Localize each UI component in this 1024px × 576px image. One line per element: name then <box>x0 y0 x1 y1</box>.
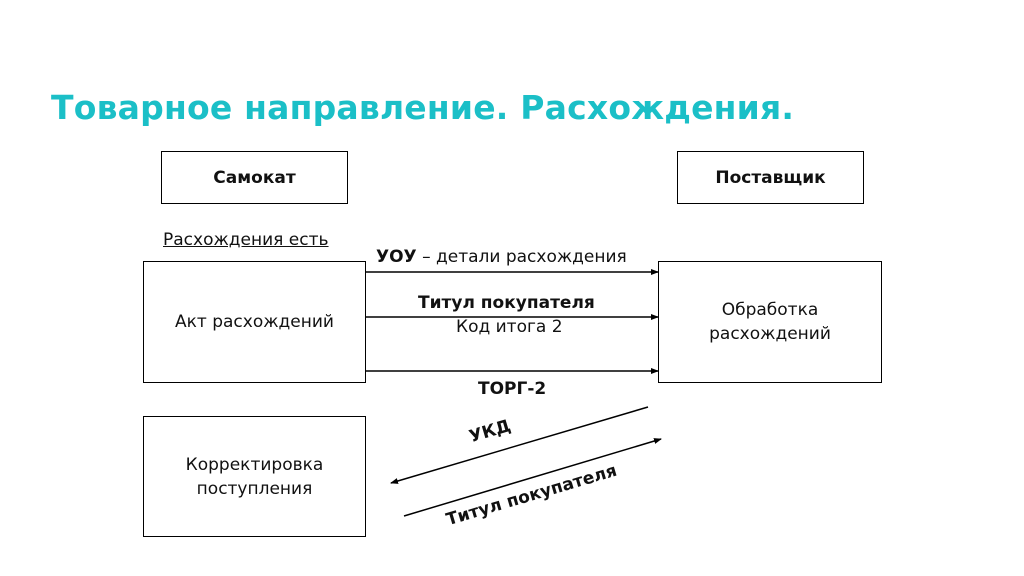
torg-label: ТОРГ-2 <box>478 379 547 399</box>
slide-title: Товарное направление. Расхождения. <box>51 88 795 127</box>
act-label: Акт расхождений <box>175 312 334 332</box>
title-buyer-label: Титул покупателя <box>418 293 595 313</box>
uou-label: УОУ – детали расхождения <box>376 246 627 268</box>
title-buyer-2-arrow <box>403 438 662 517</box>
header-supplier-label: Поставщик <box>715 167 826 188</box>
result-code-label: Код итога 2 <box>456 317 563 337</box>
act-box: Акт расхождений <box>143 261 366 383</box>
ukd-arrow <box>390 406 649 484</box>
uou-label-rest: – детали расхождения <box>416 247 627 267</box>
processing-box: Обработка расхождений <box>658 261 882 383</box>
processing-label-line1: Обработка <box>721 300 819 320</box>
uou-label-bold: УОУ <box>376 247 417 267</box>
discrepancies-note: Расхождения есть <box>163 230 329 250</box>
correction-label-line2: поступления <box>196 478 313 499</box>
correction-label-line1: Корректировка <box>185 454 324 475</box>
processing-label-line2: расхождений <box>709 324 831 344</box>
correction-box: Корректировка поступления <box>143 416 366 537</box>
header-samokat-label: Самокат <box>213 167 296 188</box>
header-supplier: Поставщик <box>677 151 864 204</box>
header-samokat: Самокат <box>161 151 348 204</box>
